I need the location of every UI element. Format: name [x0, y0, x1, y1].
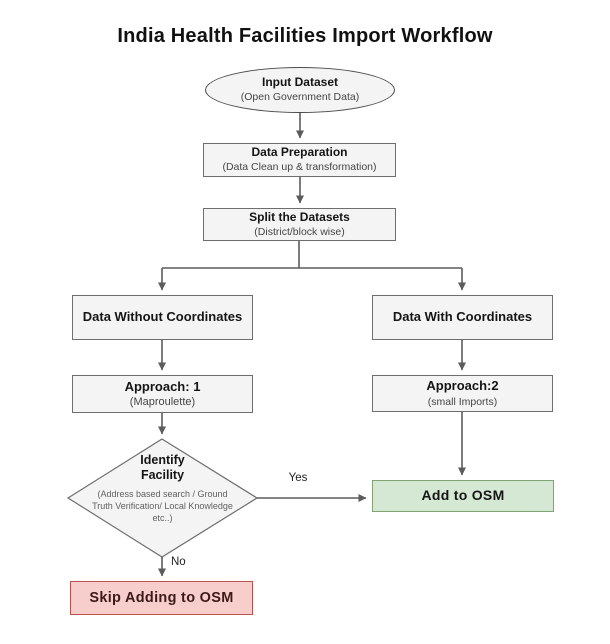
identify-facility-text: Identify Facility (Address based search … [90, 453, 235, 524]
node-sublabel: (Address based search / Ground Truth Ver… [92, 489, 233, 524]
page-title: India Health Facilities Import Workflow [117, 25, 493, 47]
node-label-line2: Facility [140, 468, 185, 482]
yes-edge-label: Yes [288, 472, 308, 484]
node-label: Data Without Coordinates [82, 309, 243, 325]
node-label: Add to OSM [421, 487, 505, 504]
approach-2-node: Approach:2 (small Imports) [372, 375, 553, 412]
node-sublabel: (small Imports) [427, 395, 498, 408]
node-label: Skip Adding to OSM [89, 589, 234, 606]
no-edge-label: No [171, 556, 186, 568]
skip-adding-to-osm-node: Skip Adding to OSM [70, 581, 253, 615]
node-label-line1: Identify [140, 453, 185, 467]
node-label: Data With Coordinates [392, 309, 533, 325]
data-preparation-node: Data Preparation (Data Clean up & transf… [203, 143, 396, 177]
data-without-coordinates-node: Data Without Coordinates [72, 295, 253, 340]
add-to-osm-node: Add to OSM [372, 480, 554, 512]
node-sublabel: (District/block wise) [254, 225, 345, 238]
node-sublabel: (Open Government Data) [240, 91, 360, 104]
node-label: Approach:2 [426, 378, 499, 394]
node-label: Approach: 1 [124, 378, 201, 394]
edge-split-branch [162, 241, 462, 269]
approach-1-node: Approach: 1 (Maproulette) [72, 375, 253, 413]
data-with-coordinates-node: Data With Coordinates [372, 295, 553, 340]
node-sublabel: (Data Clean up & transformation) [222, 161, 377, 174]
input-dataset-node: Input Dataset (Open Government Data) [205, 67, 395, 113]
node-label: Data Preparation [251, 145, 348, 160]
node-label: Split the Datasets [249, 209, 350, 224]
node-sublabel: (Maproulette) [129, 395, 196, 408]
split-datasets-node: Split the Datasets (District/block wise) [203, 208, 396, 241]
node-label: Input Dataset [261, 75, 338, 90]
